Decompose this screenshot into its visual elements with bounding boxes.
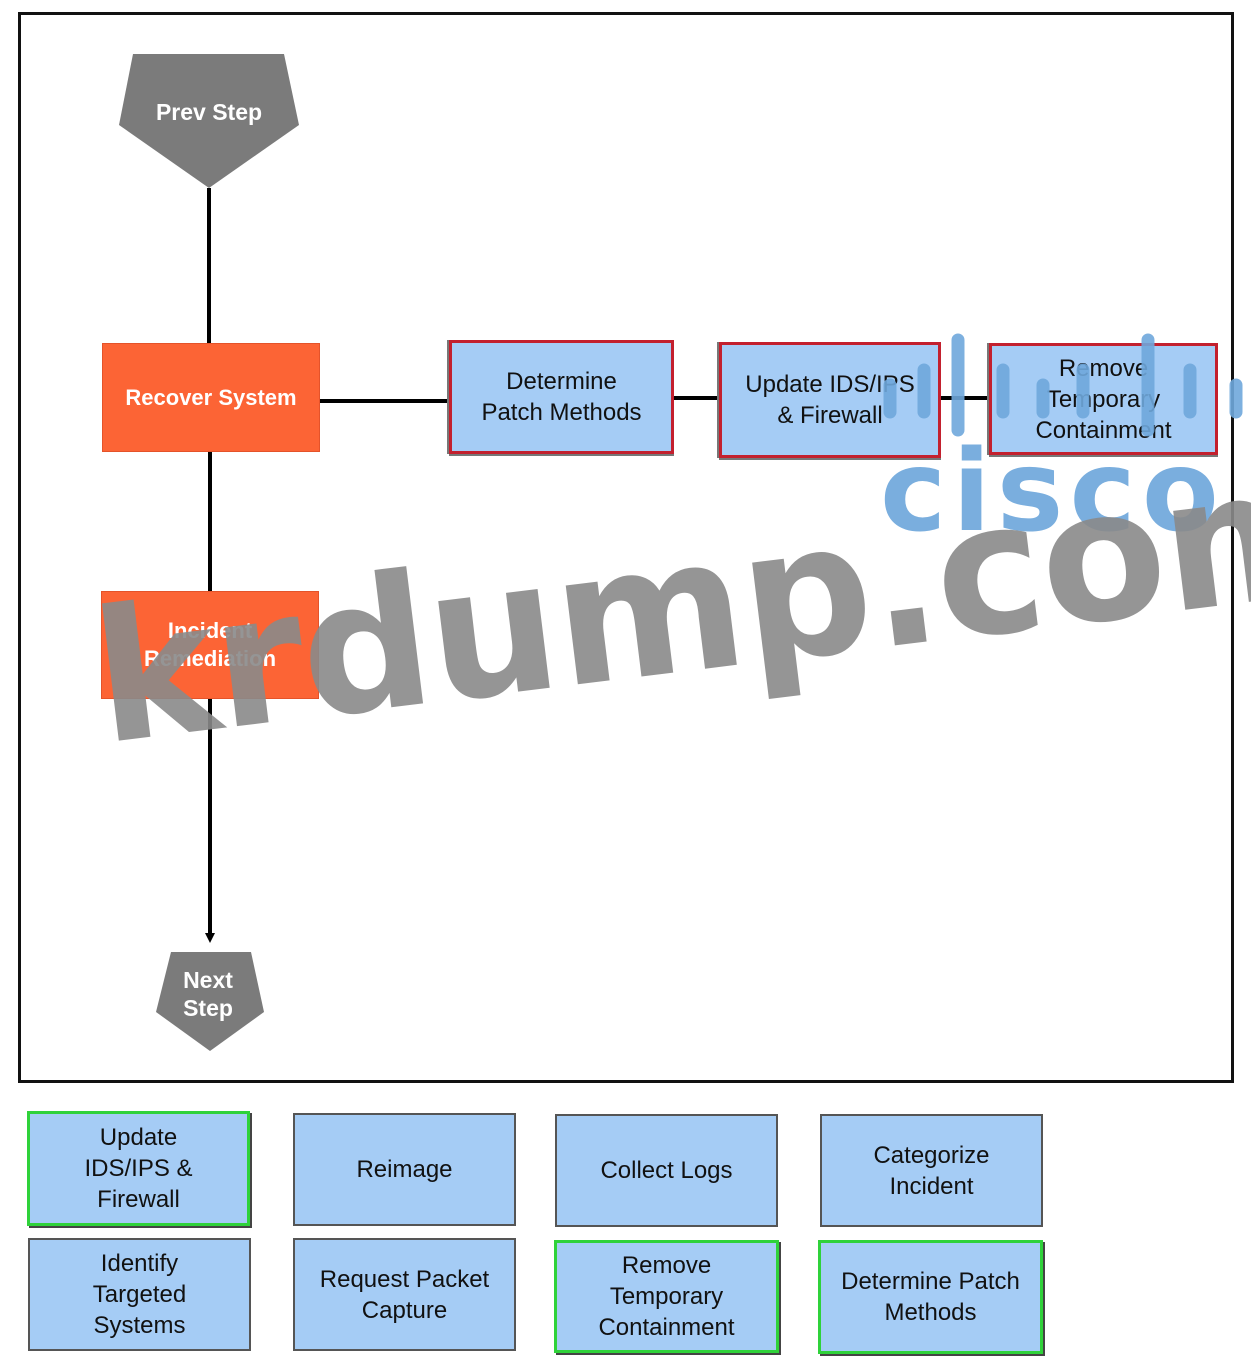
slot-determine-patch-methods[interactable]: Determine Patch Methods — [449, 340, 674, 454]
option-collect-logs[interactable]: Collect Logs — [555, 1114, 778, 1227]
diagram-frame — [18, 12, 1234, 1083]
option-categorize-incident[interactable]: Categorize Incident — [820, 1114, 1043, 1227]
option-identify-targeted-systems[interactable]: Identify Targeted Systems — [28, 1238, 251, 1351]
prev-step-label: Prev Step — [155, 99, 263, 125]
option-remove-temporary-containment[interactable]: Remove Temporary Containment — [554, 1240, 779, 1353]
prev-step-shape — [119, 54, 299, 188]
option-reimage[interactable]: Reimage — [293, 1113, 516, 1226]
node-incident-remediation: Incident Remediation — [101, 591, 319, 699]
slot-update-ids-firewall[interactable]: Update IDS/IPS & Firewall — [719, 342, 941, 458]
option-request-packet-capture[interactable]: Request Packet Capture — [293, 1238, 516, 1351]
option-update-ids-firewall[interactable]: Update IDS/IPS & Firewall — [27, 1111, 250, 1226]
node-recover-system: Recover System — [102, 343, 320, 452]
option-determine-patch-methods[interactable]: Determine Patch Methods — [818, 1240, 1043, 1354]
next-step-label: Next Step — [183, 967, 233, 1021]
next-step-shape — [156, 952, 264, 1051]
cisco-logo-wordmark: cisco — [880, 427, 1225, 557]
